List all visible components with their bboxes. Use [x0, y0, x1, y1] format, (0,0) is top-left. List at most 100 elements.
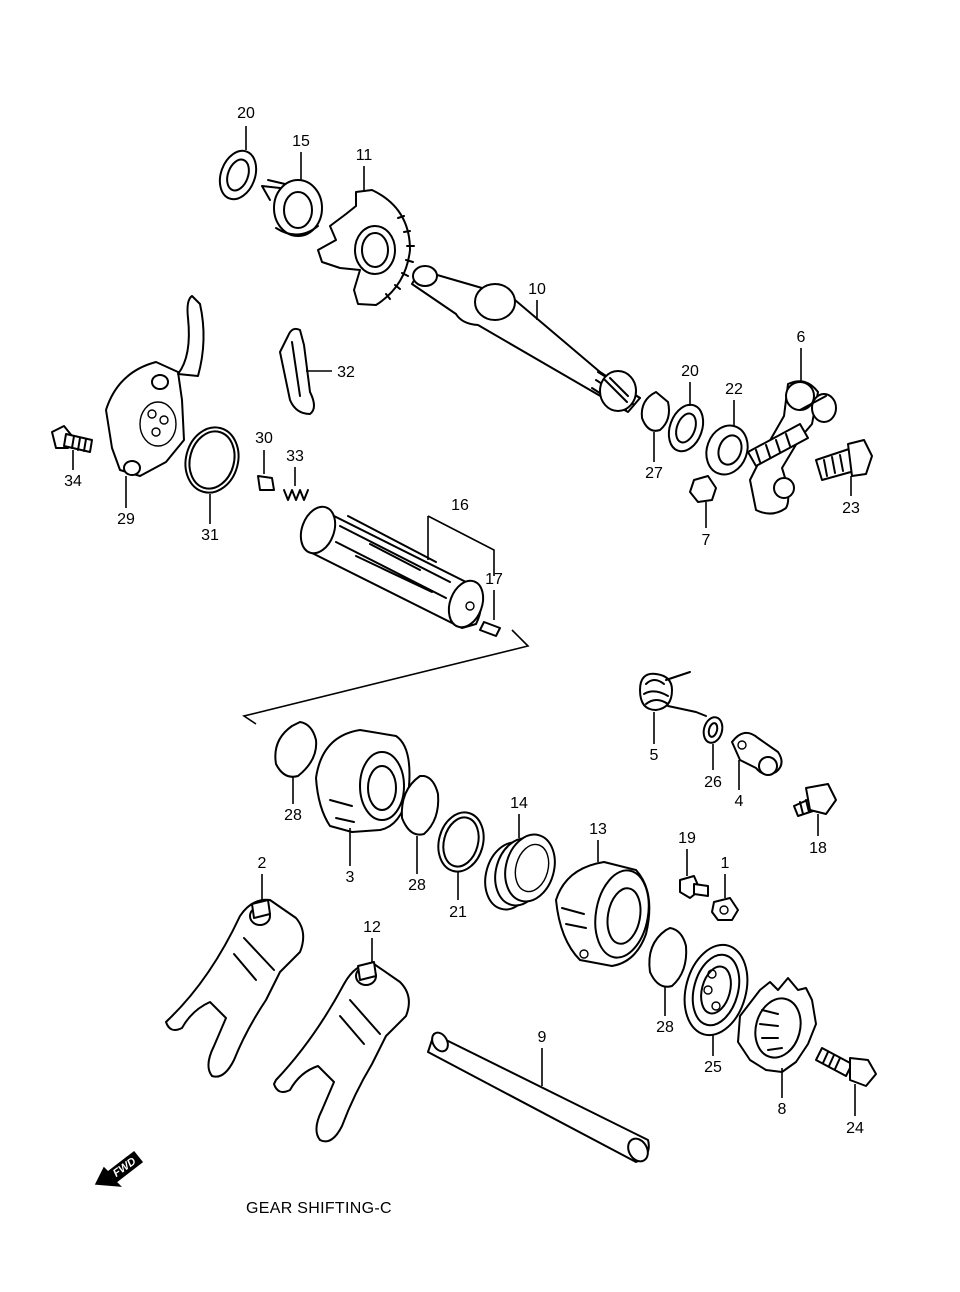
callout-label: 18 — [809, 840, 827, 857]
callout-label: 21 — [449, 904, 467, 921]
callout-16: 16 — [451, 497, 469, 514]
part-8-cam-stopper-plate — [737, 977, 817, 1073]
section-divider-line — [242, 629, 530, 725]
callout-11: 11 — [356, 147, 373, 192]
part-22-oil-seal — [705, 424, 749, 476]
callout-label: 28 — [656, 1019, 674, 1036]
callout-label: 31 — [201, 527, 219, 544]
callout-6: 6 — [797, 329, 806, 382]
part-1-nut — [711, 897, 739, 921]
callout-label: 13 — [589, 821, 607, 838]
callout-label: 32 — [337, 364, 355, 381]
callout-label: 28 — [284, 807, 302, 824]
callout-26: 26 — [704, 744, 722, 791]
callout-label: 16 — [451, 497, 469, 514]
part-24-bolt — [815, 1047, 877, 1087]
part-9-shift-fork-shaft — [427, 1031, 650, 1163]
part-33-spring — [283, 489, 309, 501]
callout-7: 7 — [702, 502, 711, 549]
part-5-stopper-spring — [639, 671, 707, 717]
callout-14: 14 — [510, 795, 528, 838]
part-21-washer — [437, 811, 485, 873]
callout-22: 22 — [725, 381, 743, 426]
callout-30: 30 — [255, 430, 273, 474]
part-3-cam-driven-collar — [315, 729, 411, 833]
callout-label: 10 — [528, 281, 546, 298]
callout-label: 28 — [408, 877, 426, 894]
callout-25: 25 — [704, 1034, 722, 1076]
part-19-screw — [679, 875, 709, 899]
callout-label: 26 — [704, 774, 722, 791]
callout-label: 20 — [681, 363, 699, 380]
callout-label: 24 — [846, 1120, 864, 1137]
part-16-shift-cam-drum — [299, 505, 485, 629]
callout-label: 6 — [797, 329, 806, 346]
callout-label: 27 — [645, 465, 663, 482]
part-17-pin — [479, 621, 501, 637]
part-28-circlip-right — [648, 927, 688, 988]
callout-label: 23 — [842, 500, 860, 517]
callout-label: 1 — [721, 855, 730, 872]
callout-label: 2 — [258, 855, 267, 872]
callout-label: 8 — [778, 1101, 787, 1118]
callout-15: 15 — [292, 133, 310, 180]
part-30-pin — [257, 475, 275, 491]
part-6-gearshift-lever — [747, 380, 837, 515]
callout-label: 30 — [255, 430, 273, 447]
part-20-washer-right — [667, 403, 705, 453]
part-11-shift-arm-sector — [317, 189, 415, 306]
callout-24: 24 — [846, 1084, 864, 1137]
callout-label: 29 — [117, 511, 135, 528]
callout-label: 19 — [678, 830, 696, 847]
callout-27: 27 — [645, 432, 663, 482]
callout-label: 12 — [363, 919, 381, 936]
group-bracket-16-17 — [427, 515, 495, 576]
callout-label: 4 — [735, 793, 744, 810]
callout-label: 9 — [538, 1029, 547, 1046]
part-28-circlip-mid — [400, 775, 440, 836]
callout-4: 4 — [735, 760, 744, 810]
callout-34: 34 — [64, 450, 82, 490]
callout-label: 7 — [702, 532, 711, 549]
callout-label: 17 — [485, 571, 503, 588]
callout-label: 14 — [510, 795, 528, 812]
callout-label: 15 — [292, 133, 310, 150]
part-13-cam-drive-gear — [555, 861, 651, 967]
callout-label: 34 — [64, 473, 82, 490]
part-26-washer — [702, 716, 724, 744]
callout-19: 19 — [678, 830, 696, 876]
callout-label: 33 — [286, 448, 304, 465]
part-2-shift-fork — [165, 898, 305, 1078]
callout-3: 3 — [346, 828, 355, 886]
part-31-o-ring — [184, 426, 240, 494]
part-12-shift-fork — [273, 961, 410, 1143]
callout-label: 20 — [237, 105, 255, 122]
diagram-caption: GEAR SHIFTING-C — [246, 1200, 392, 1217]
callout-17: 17 — [485, 571, 503, 620]
callout-label: 11 — [356, 147, 373, 164]
callout-13: 13 — [589, 821, 607, 862]
part-32-clip — [279, 327, 315, 415]
part-25-bearing — [683, 943, 749, 1037]
part-14-coil-spring — [484, 833, 556, 911]
callout-9: 9 — [538, 1029, 547, 1086]
fwd-arrow-icon: FWD — [94, 1150, 144, 1187]
callout-32: 32 — [306, 364, 355, 381]
part-23-bolt — [815, 439, 873, 481]
callout-12: 12 — [363, 919, 381, 962]
part-18-bolt — [793, 783, 837, 817]
callout-21: 21 — [449, 872, 467, 921]
callout-28-mid: 28 — [408, 836, 426, 894]
callout-33: 33 — [286, 448, 304, 486]
callout-label: 5 — [650, 747, 659, 764]
callout-23: 23 — [842, 476, 860, 517]
part-29-cover — [105, 295, 205, 477]
callout-label: 22 — [725, 381, 743, 398]
callout-20-right: 20 — [681, 363, 699, 406]
callout-2: 2 — [258, 855, 267, 900]
callout-28-left: 28 — [284, 776, 302, 824]
callout-label: 3 — [346, 869, 355, 886]
callout-20-top: 20 — [237, 105, 255, 150]
callout-28-right: 28 — [656, 986, 674, 1036]
